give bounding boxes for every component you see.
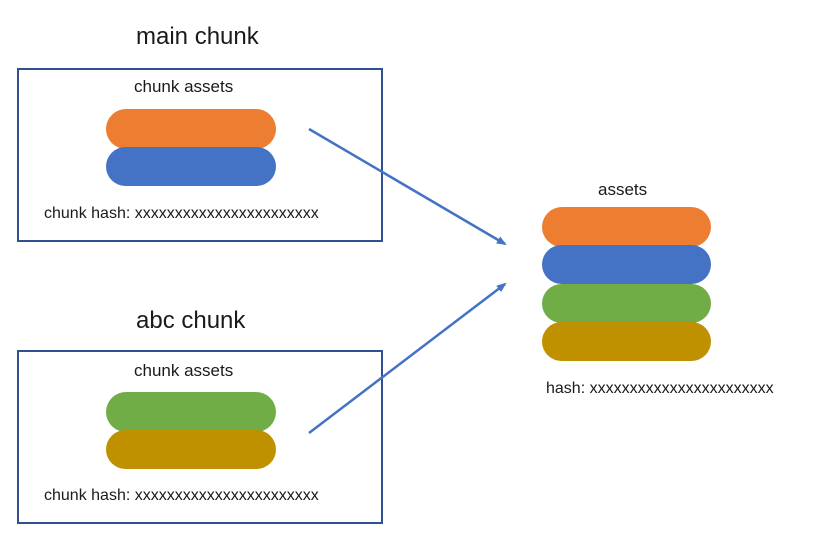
output-asset-green: [542, 284, 711, 323]
main-chunk-title: main chunk: [136, 23, 259, 50]
output-asset-gold: [542, 322, 711, 361]
output-asset-orange: [542, 207, 711, 247]
main-chunk-assets-label: chunk assets: [134, 77, 234, 96]
abc-chunk-asset-green: [106, 392, 276, 432]
abc-chunk-hash: chunk hash: xxxxxxxxxxxxxxxxxxxxxxx: [44, 487, 319, 504]
abc-chunk-asset-gold: [106, 430, 276, 469]
abc-chunk-assets-label: chunk assets: [134, 361, 234, 380]
main-chunk-hash: chunk hash: xxxxxxxxxxxxxxxxxxxxxxx: [44, 205, 319, 222]
abc-chunk-title: abc chunk: [136, 307, 246, 334]
arrow-main-to-assets: [308, 127, 507, 246]
output-assets-label: assets: [598, 180, 648, 199]
output-asset-blue: [542, 245, 711, 284]
output-hash: hash: xxxxxxxxxxxxxxxxxxxxxxx: [546, 380, 774, 397]
main-chunk-asset-orange: [106, 109, 276, 149]
arrow-abc-to-assets: [308, 282, 507, 434]
main-chunk-asset-blue: [106, 147, 276, 186]
